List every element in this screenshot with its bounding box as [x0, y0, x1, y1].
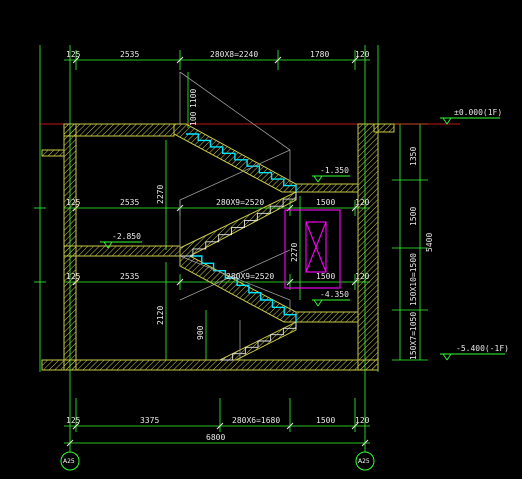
bottom-dim-1: 125: [66, 416, 81, 425]
top-dim-1: 125: [66, 50, 81, 59]
right-dim-1: 1350: [409, 147, 418, 166]
low-dim-2: 2535: [120, 272, 139, 281]
elev-top: ±0.000(1F): [454, 108, 502, 117]
top-dim-5: 120: [355, 50, 370, 59]
railing-lines: [179, 71, 291, 360]
elev-3: -4.350: [320, 290, 349, 299]
bottom-dim-2: 3375: [140, 416, 159, 425]
top-dim-2: 2535: [120, 50, 139, 59]
top-dim-4: 1780: [310, 50, 329, 59]
vdim-1100: 1100: [189, 89, 198, 108]
axis-bubbles: [60, 451, 375, 471]
vdim-core: 2270: [290, 243, 299, 262]
top-dim-3: 280X8=2240: [210, 50, 258, 59]
elev-1: -1.350: [320, 166, 349, 175]
vdim-2120: 2120: [156, 306, 165, 325]
elevation-labels: ±0.000(1F) -1.350 -2.850 -4.350 -5.400(-…: [112, 108, 509, 353]
stair-flight-2: [180, 192, 297, 257]
dimension-labels: 125 2535 280X8=2240 1780 120 125 2535 28…: [66, 50, 434, 442]
mid-dim-4: 1500: [316, 198, 335, 207]
stair-flight-3: [190, 255, 297, 322]
stair-flight-4: [220, 322, 297, 361]
elev-bottom: -5.400(-1F): [456, 344, 509, 353]
right-dim-3: 150X10=1500: [409, 253, 418, 306]
mid-dim-3: 280X9=2520: [216, 198, 264, 207]
mid-dim-1: 125: [66, 198, 81, 207]
bottom-dim-3: 280X6=1680: [232, 416, 280, 425]
low-dim-5: 120: [355, 272, 370, 281]
vdim-900: 900: [196, 325, 205, 340]
vdim-100: 100: [189, 111, 198, 126]
core-opening: [284, 209, 341, 289]
low-dim-1: 125: [66, 272, 81, 281]
low-dim-4: 1500: [316, 272, 335, 281]
right-total: 5400: [425, 233, 434, 252]
right-dim-2: 1500: [409, 207, 418, 226]
mid-dim-5: 120: [355, 198, 370, 207]
overall-width: 6800: [206, 433, 225, 442]
mid-dim-2: 2535: [120, 198, 139, 207]
right-dim-4: 150X7=1050: [409, 312, 418, 360]
axis-label-left: A25: [63, 458, 75, 465]
axis-label-right: A25: [358, 458, 370, 465]
bottom-dim-4: 1500: [316, 416, 335, 425]
elev-2: -2.850: [112, 232, 141, 241]
bottom-dim-5: 120: [355, 416, 370, 425]
walls: [41, 123, 395, 371]
vdim-2270: 2270: [156, 185, 165, 204]
low-dim-3: 280X9=2520: [226, 272, 274, 281]
stair-flight-1: [186, 133, 297, 192]
elevation-markers: [100, 117, 505, 361]
